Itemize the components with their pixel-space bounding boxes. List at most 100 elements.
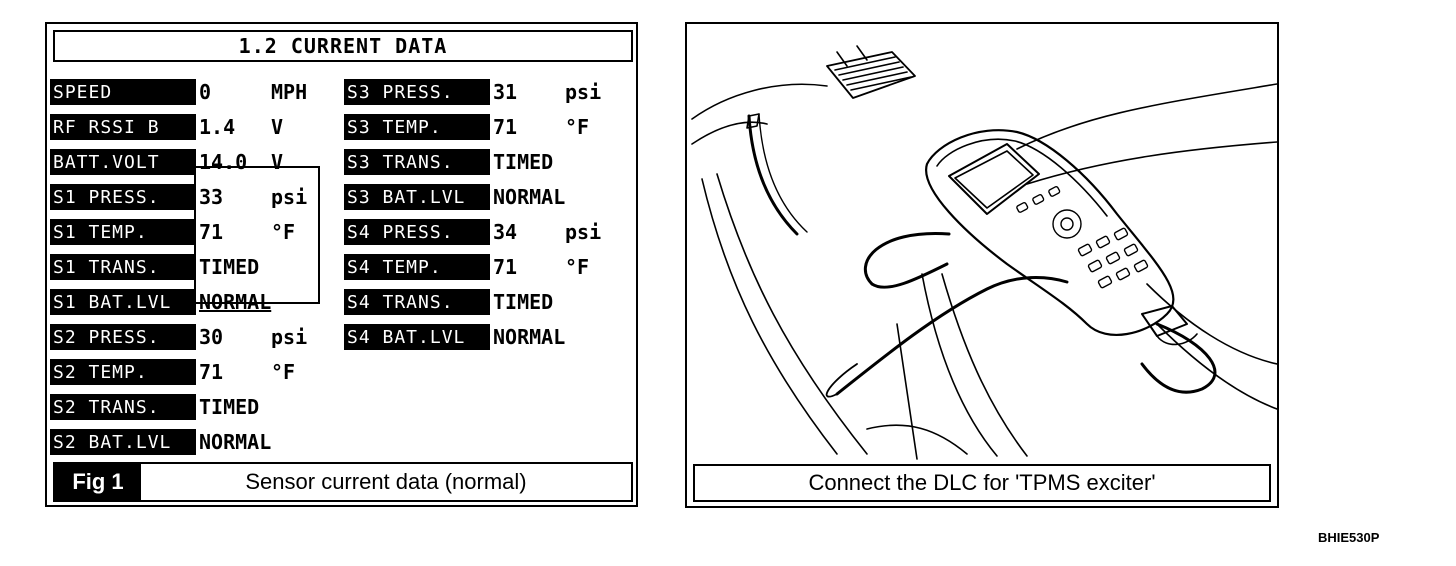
data-row-batt-volt: BATT.VOLT 14.0 V [50,149,283,175]
seat-contour [1156,323,1277,410]
row-label: S2 PRESS. [50,324,196,350]
dlc-cable [747,114,799,236]
row-unit: °F [565,255,590,279]
device-keypad [1016,186,1149,289]
data-row-s3-temp: S3 TEMP. 71 °F [344,114,589,140]
row-unit: MPH [271,80,308,104]
row-label: S1 TEMP. [50,219,196,245]
dlc-connection-illustration [691,45,1277,460]
data-row-s3-bat-lvl: S3 BAT.LVL NORMAL [344,184,565,210]
row-label: BATT.VOLT [50,149,196,175]
row-label: S1 PRESS. [50,184,196,210]
interior-edge-line [701,178,838,455]
row-label: S2 TEMP. [50,359,196,385]
row-unit: V [271,150,284,174]
row-unit: psi [565,220,602,244]
row-label: S1 TRANS. [50,254,196,280]
data-row-s4-temp: S4 TEMP. 71 °F [344,254,589,280]
row-label: S3 TRANS. [344,149,490,175]
door-line [896,323,918,460]
row-value: 31 [493,80,518,104]
row-label: SPEED [50,79,196,105]
row-value: TIMED [493,290,554,314]
row-label: S4 BAT.LVL [344,324,490,350]
row-value: 71 [199,360,224,384]
row-value: NORMAL [493,185,566,209]
data-row-s2-trans: S2 TRANS. TIMED [50,394,259,420]
dlc-cable [835,276,1069,396]
scan-tool-device [925,129,1198,346]
row-label: S2 TRANS. [50,394,196,420]
row-unit: °F [565,115,590,139]
data-row-s1-trans: S1 TRANS. TIMED [50,254,259,280]
row-value: TIMED [199,255,260,279]
pedal-icon [826,45,916,99]
row-value: NORMAL [199,290,272,314]
row-value: 71 [493,115,518,139]
row-value: 30 [199,325,224,349]
console-contour [1016,83,1277,150]
illustration-panel: Connect the DLC for 'TPMS exciter' [685,22,1279,508]
row-value: TIMED [199,395,260,419]
data-row-s2-temp: S2 TEMP. 71 °F [50,359,295,385]
row-label: S3 BAT.LVL [344,184,490,210]
row-value: 33 [199,185,224,209]
row-unit: psi [271,185,308,209]
dlc-cable [1140,322,1217,394]
row-value: NORMAL [493,325,566,349]
row-label: RF RSSI B [50,114,196,140]
data-row-s1-temp: S1 TEMP. 71 °F [50,219,295,245]
data-row-s3-trans: S3 TRANS. TIMED [344,149,553,175]
floor-line [866,424,968,455]
illustration-caption: Connect the DLC for 'TPMS exciter' [693,464,1271,502]
data-row-s4-bat-lvl: S4 BAT.LVL NORMAL [344,324,565,350]
dlc-cable [825,363,858,398]
data-row-s4-press: S4 PRESS. 34 psi [344,219,601,245]
data-row-rf-rssi: RF RSSI B 1.4 V [50,114,283,140]
console-contour [1026,141,1277,185]
data-row-s2-press: S2 PRESS. 30 psi [50,324,307,350]
seat-contour [1146,283,1277,365]
device-connector [1141,305,1188,337]
row-label: S4 TEMP. [344,254,490,280]
row-value: 34 [493,220,518,244]
row-label: S4 PRESS. [344,219,490,245]
reference-code: BHIE530P [1318,530,1380,545]
row-value: TIMED [493,150,554,174]
row-unit: °F [271,220,296,244]
data-row-speed: SPEED 0 MPH [50,79,307,105]
row-label: S1 BAT.LVL [50,289,196,315]
fig1-caption: Fig 1 Sensor current data (normal) [53,462,633,502]
dlc-cable [758,113,808,233]
dashboard-contour [691,83,828,120]
seat-contour [921,273,998,457]
screen-title: 1.2 CURRENT DATA [53,30,633,62]
steering-column-line [691,121,768,145]
row-label: S3 TEMP. [344,114,490,140]
row-value: 0 [199,80,212,104]
device-screen [948,143,1040,215]
row-value: 14.0 [199,150,248,174]
data-row-s4-trans: S4 TRANS. TIMED [344,289,553,315]
row-label: S2 BAT.LVL [50,429,196,455]
dlc-cable [870,262,949,289]
interior-edge-line [716,173,868,455]
row-value: 71 [199,220,224,244]
data-row-s1-bat-lvl: S1 BAT.LVL NORMAL [50,289,271,315]
row-value: 71 [493,255,518,279]
dlc-cable [863,232,951,286]
row-unit: °F [271,360,296,384]
row-label: S3 PRESS. [344,79,490,105]
dlc-cable [746,113,760,129]
data-row-s1-press: S1 PRESS. 33 psi [50,184,307,210]
sensor-data-panel: 1.2 CURRENT DATA SPEED 0 MPH RF RSSI B 1… [45,22,638,507]
data-row-s2-bat-lvl: S2 BAT.LVL NORMAL [50,429,271,455]
seat-contour [941,273,1028,457]
fig1-caption-text: Sensor current data (normal) [245,469,527,494]
row-unit: V [271,115,284,139]
data-row-s3-press: S3 PRESS. 31 psi [344,79,601,105]
row-value: 1.4 [199,115,236,139]
row-value: NORMAL [199,430,272,454]
row-unit: psi [565,80,602,104]
fig1-tag: Fig 1 [55,464,141,500]
